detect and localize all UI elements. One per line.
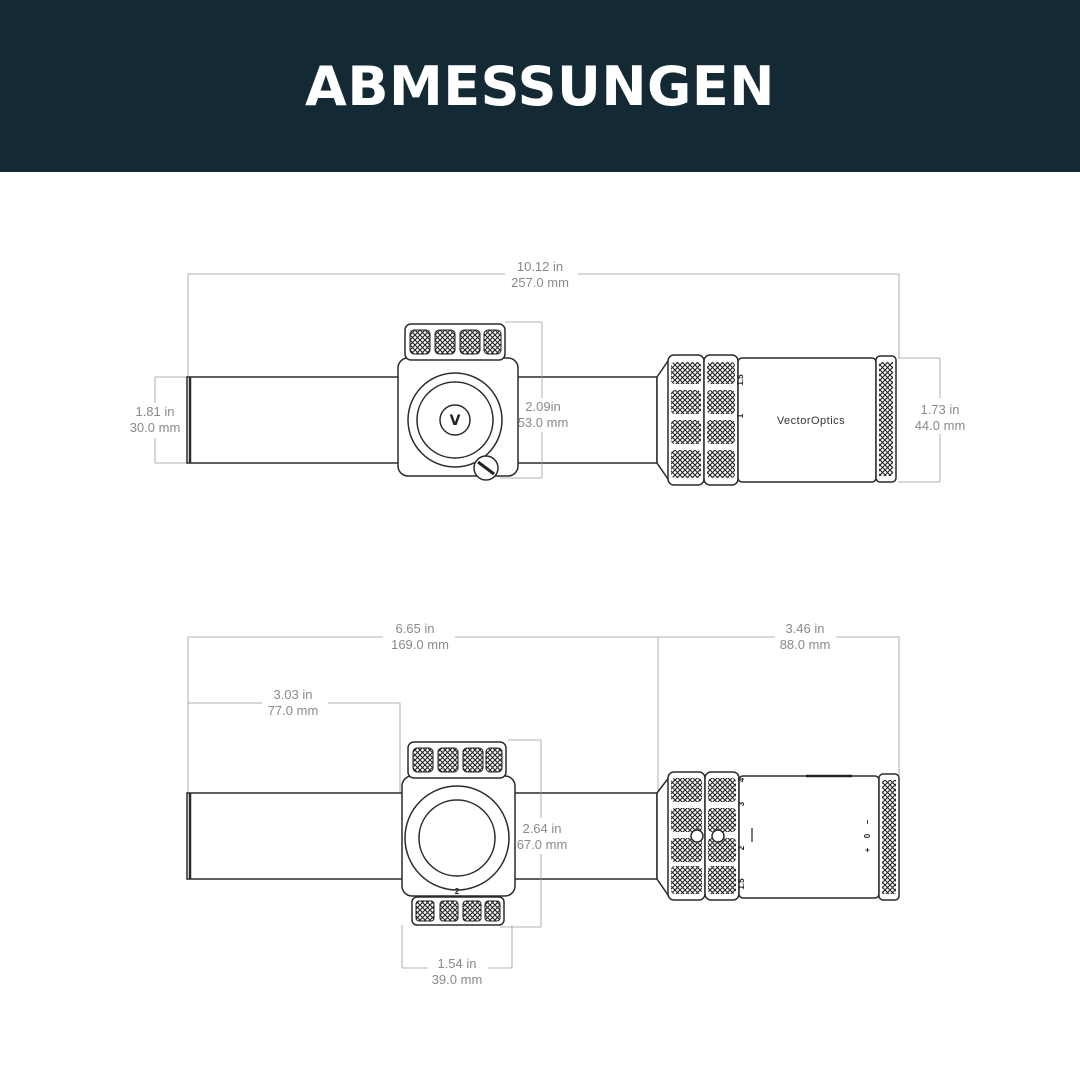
mag-tick-1-5: 1.5: [737, 878, 746, 890]
rear-length-in: 3.46 in: [785, 621, 824, 636]
eyepiece-body: [738, 775, 880, 899]
turret-width-in: 1.54 in: [437, 956, 476, 971]
tube-diameter-mm: 30.0 mm: [130, 420, 181, 435]
eyepiece-diameter-mm: 44.0 mm: [915, 418, 966, 433]
throw-lever-screw-icon: [690, 829, 704, 843]
eyepiece-diameter-in: 1.73 in: [920, 402, 959, 417]
illum-mark-2: 2: [455, 887, 460, 896]
turret-offset-in: 3.03 in: [273, 687, 312, 702]
diopter-plus-mark: +: [863, 847, 872, 852]
mag-tick-4: 4: [737, 777, 746, 782]
svg-text:V: V: [450, 413, 461, 429]
turret-height-in: 2.64 in: [522, 821, 561, 836]
front-length-in: 6.65 in: [395, 621, 434, 636]
top-view: 10.12 in 257.0 mm 1.81 in 30.0 mm V: [130, 259, 966, 486]
mag-tick-3: 3: [737, 801, 746, 806]
page-title: ABMESSUNGEN: [305, 54, 775, 118]
turret-height-in: 2.09in: [525, 399, 560, 414]
rear-length-mm: 88.0 mm: [780, 637, 831, 652]
throw-lever-screw-icon: [711, 829, 725, 843]
mag-tick-2: 2: [737, 845, 746, 850]
tube-diameter-in: 1.81 in: [135, 404, 174, 419]
diopter-zero-mark: 0: [863, 833, 872, 838]
vector-logo-icon: [439, 404, 471, 436]
brand-label: VectorOptics: [777, 415, 845, 427]
front-length-mm: 169.0 mm: [391, 637, 449, 652]
overall-length-mm: 257.0 mm: [511, 275, 569, 290]
diopter-minus-mark: −: [863, 819, 872, 824]
side-view: 6.65 in 169.0 mm 3.46 in 88.0 mm 3.03 in…: [186, 621, 900, 987]
mag-tick-1-5: 1.5: [736, 374, 745, 386]
turret-width-mm: 39.0 mm: [432, 972, 483, 987]
turret-height-mm: 67.0 mm: [517, 837, 568, 852]
mag-tick-1: 1: [736, 413, 745, 418]
turret-offset-mm: 77.0 mm: [268, 703, 319, 718]
turret-height-mm: 53.0 mm: [518, 415, 569, 430]
overall-length-in: 10.12 in: [517, 259, 563, 274]
header-banner: ABMESSUNGEN: [0, 0, 1080, 172]
